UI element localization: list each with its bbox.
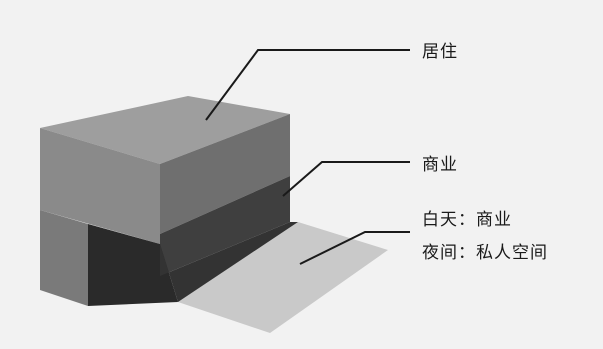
commercial-label: 商业 <box>422 155 458 175</box>
ground-leader-line <box>299 231 410 265</box>
ground-slab-shape <box>178 222 388 333</box>
ground-floor-right-face <box>160 222 298 302</box>
residential-front-face <box>40 128 160 244</box>
night-private-label: 夜间：私人空间 <box>422 243 548 263</box>
ground-floor-left-face <box>40 210 88 306</box>
residential-label: 居住 <box>422 42 458 62</box>
residential-side-face <box>160 114 290 234</box>
commercial-leader-line <box>282 161 410 197</box>
day-commercial-label: 白天：商业 <box>422 210 512 230</box>
commercial-front-face <box>160 176 290 276</box>
residential-leader-line <box>205 49 410 121</box>
recessed-opening <box>88 224 178 306</box>
residential-top-face <box>40 96 290 164</box>
